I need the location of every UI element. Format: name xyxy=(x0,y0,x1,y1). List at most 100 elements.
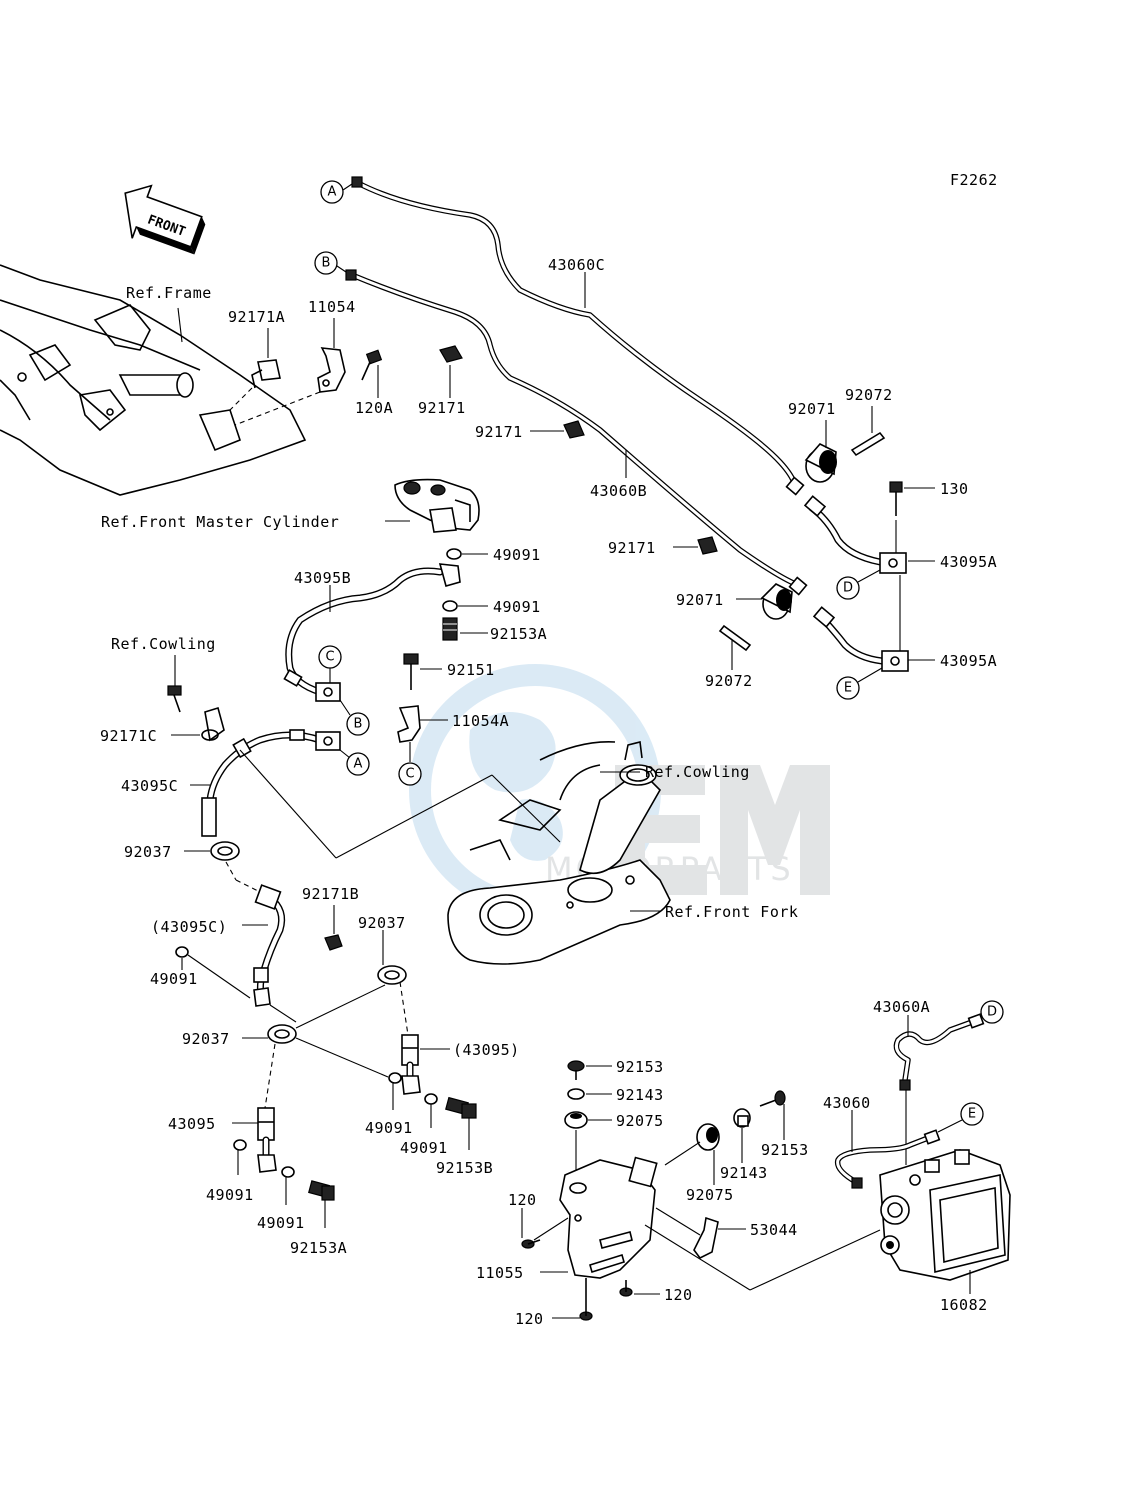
label-11054A: 11054A xyxy=(452,712,509,730)
label-92171-top: 92171 xyxy=(418,399,466,417)
label-43095A-bot: 43095A xyxy=(940,652,997,670)
label-49091-c: 49091 xyxy=(150,970,198,988)
label-92072-bot: 92072 xyxy=(705,672,753,690)
washer-49091-b xyxy=(442,600,458,612)
svg-text:A: A xyxy=(354,757,363,772)
label-130: 130 xyxy=(940,480,969,498)
brake-hose-43095 xyxy=(257,1107,277,1173)
label-92171-mid: 92171 xyxy=(475,423,523,441)
label-11055: 11055 xyxy=(476,1264,524,1282)
grommet-92075-b xyxy=(696,1123,720,1151)
label-92037-b: 92037 xyxy=(358,914,406,932)
washer-49091-d xyxy=(388,1072,402,1084)
clamp-92171A xyxy=(251,359,281,389)
ref-frame-label: Ref.Frame xyxy=(126,284,212,302)
connector-B-top: B xyxy=(314,251,338,275)
label-92153-b: 92153 xyxy=(761,1141,809,1159)
label-92037-a: 92037 xyxy=(124,843,172,861)
clamp-92037-b xyxy=(377,965,407,985)
label-92143-a: 92143 xyxy=(616,1086,664,1104)
brake-hose-43095-paren xyxy=(401,1034,421,1095)
bolt-92153A-bot xyxy=(308,1180,335,1201)
svg-text:E: E xyxy=(844,681,852,696)
label-92171C: 92171C xyxy=(100,727,157,745)
svg-text:C: C xyxy=(405,767,414,782)
label-16082: 16082 xyxy=(940,1296,988,1314)
ref-frame-leader xyxy=(177,307,183,343)
svg-text:D: D xyxy=(987,1005,997,1020)
svg-text:E: E xyxy=(968,1107,976,1122)
label-43095: 43095 xyxy=(168,1115,216,1133)
pad-92072-bot xyxy=(718,624,752,652)
label-49091-e: 49091 xyxy=(400,1139,448,1157)
label-92075-a: 92075 xyxy=(616,1112,664,1130)
label-43095B: 43095B xyxy=(294,569,351,587)
label-92171B: 92171B xyxy=(302,885,359,903)
bolt-92151 xyxy=(403,653,419,690)
label-49091-b: 49091 xyxy=(493,598,541,616)
svg-text:A: A xyxy=(328,185,337,200)
label-53044: 53044 xyxy=(750,1221,798,1239)
ref-cowling-left-label: Ref.Cowling xyxy=(111,635,216,653)
brake-hose-43095C-lower xyxy=(253,884,286,1007)
connector-A-top: A xyxy=(320,180,344,204)
bracket-11055 xyxy=(559,1156,658,1279)
grommet-92071-top xyxy=(804,443,837,483)
label-92153B: 92153B xyxy=(436,1159,493,1177)
figure-code: F2262 xyxy=(950,171,998,189)
brake-pipe-43060A xyxy=(893,1013,985,1091)
svg-text:B: B xyxy=(354,717,363,732)
bolt-120-b xyxy=(619,1280,633,1297)
ref-front-master-cylinder-label: Ref.Front Master Cylinder xyxy=(101,513,339,531)
grommet-92075-a xyxy=(564,1111,588,1129)
label-120A: 120A xyxy=(355,399,393,417)
label-43060A: 43060A xyxy=(873,998,930,1016)
brake-pipe-43060B xyxy=(345,269,808,596)
clamp-92171C xyxy=(201,706,225,742)
bolt-120-c xyxy=(579,1278,593,1321)
label-92171A: 92171A xyxy=(228,308,285,326)
label-43095C: 43095C xyxy=(121,777,178,795)
bracket-11054 xyxy=(317,347,346,393)
screw-92153-a xyxy=(567,1060,585,1080)
brake-hose-43095A-top xyxy=(803,495,907,574)
front-fork-reference-drawing xyxy=(447,741,671,965)
label-43095A-top: 43095A xyxy=(940,553,997,571)
bolt-120-a xyxy=(521,1239,541,1249)
washer-49091-f xyxy=(233,1139,247,1151)
label-43060C: 43060C xyxy=(548,256,605,274)
label-92037-c: 92037 xyxy=(182,1030,230,1048)
front-direction-arrow: FRONT xyxy=(124,184,206,255)
clip-92171-top xyxy=(439,345,463,363)
connector-C-low: C xyxy=(398,762,422,786)
connector-B-mid: B xyxy=(346,712,370,736)
label-43095C-paren: (43095C) xyxy=(151,918,227,936)
abs-hydraulic-unit-16082 xyxy=(879,1149,1011,1281)
label-43060B: 43060B xyxy=(590,482,647,500)
label-43095-paren: (43095) xyxy=(453,1041,520,1059)
bolt-130 xyxy=(889,481,903,516)
brake-pipe-43060C xyxy=(351,176,805,496)
ref-cowling-right-label: Ref.Cowling xyxy=(645,763,750,781)
label-92153A-bot: 92153A xyxy=(290,1239,347,1257)
connector-A-mid: A xyxy=(346,752,370,776)
connector-D-top: D xyxy=(836,576,860,600)
connector-E-bottom: E xyxy=(960,1102,984,1126)
hose-53044 xyxy=(693,1216,719,1260)
label-92153A-top: 92153A xyxy=(490,625,547,643)
svg-text:C: C xyxy=(325,650,334,665)
label-92071-top: 92071 xyxy=(788,400,836,418)
clip-92171-mid xyxy=(563,420,585,439)
label-120-c: 120 xyxy=(515,1310,544,1328)
label-92071-bot: 92071 xyxy=(676,591,724,609)
frame-reference-drawing xyxy=(0,264,307,496)
brake-hose-43095C xyxy=(201,729,341,837)
label-92143-b: 92143 xyxy=(720,1164,768,1182)
grommet-92071-bot xyxy=(760,583,793,620)
label-49091-d: 49091 xyxy=(365,1119,413,1137)
connector-D-bottom: D xyxy=(980,1000,1004,1024)
pad-92072-top xyxy=(850,431,886,457)
label-92075-b: 92075 xyxy=(686,1186,734,1204)
screw-92153-b xyxy=(759,1090,786,1107)
